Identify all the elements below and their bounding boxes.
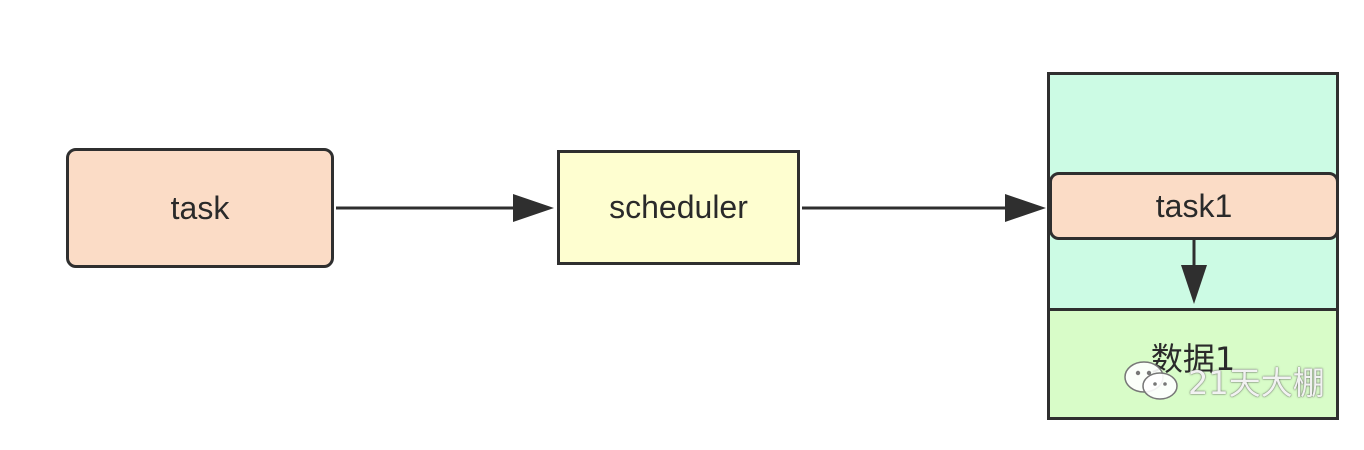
scheduler-node-label: scheduler <box>609 189 748 225</box>
task1-node: task1 <box>1049 172 1339 240</box>
watermark-text: 21天大棚 <box>1188 364 1325 402</box>
task1-node-label: task1 <box>1155 187 1233 224</box>
wechat-icon <box>1124 361 1178 400</box>
scheduler-node: scheduler <box>557 150 800 265</box>
data1-node-label: 数据1 <box>1150 340 1236 378</box>
task-node-label: task <box>170 189 230 226</box>
arrow-scheduler-to-task1 <box>802 194 1046 222</box>
arrow-task1-to-data1 <box>1181 240 1207 304</box>
watermark: 21天大棚 <box>1122 358 1325 404</box>
data1-node: 数据1 <box>1050 308 1336 417</box>
task-node: task <box>66 148 334 268</box>
arrow-task-to-scheduler <box>336 194 554 222</box>
